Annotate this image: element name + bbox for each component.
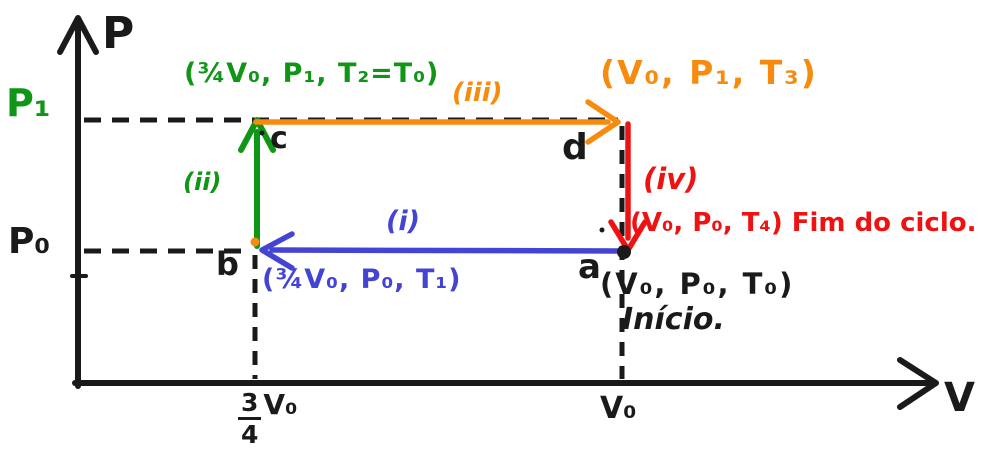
x-tick-v0: V₀ bbox=[600, 391, 637, 426]
state-label-d: (V₀, P₁, T₃) bbox=[600, 53, 818, 92]
y-axis-arrowhead bbox=[57, 15, 99, 55]
process-i-arrowhead bbox=[259, 231, 295, 271]
process-iii-label: (iii) bbox=[452, 78, 503, 108]
state-label-b: (¾V₀, P₀, T₁) bbox=[262, 264, 462, 295]
state-label-c: (¾V₀, P₁, T₂=T₀) bbox=[184, 58, 440, 89]
point-c-label: c bbox=[270, 121, 288, 156]
point-d-label: d bbox=[562, 127, 588, 168]
state-label-a-start: (V₀, P₀, T₀) bbox=[600, 267, 795, 301]
process-i-arrow-line bbox=[269, 247, 623, 254]
y-axis-label: P bbox=[102, 8, 135, 59]
fraction-denominator: 4 bbox=[241, 420, 259, 449]
point-b-label: b bbox=[216, 245, 239, 283]
state-label-a-end: (V₀, P₀, T₄) Fim do ciclo. bbox=[630, 208, 977, 238]
x-axis-arrowhead bbox=[897, 357, 939, 410]
y-tick-p1: P₁ bbox=[6, 81, 51, 125]
y-tick-p0: P₀ bbox=[8, 221, 51, 262]
x-tick-three-quarter-v0: 3 4 V₀ bbox=[238, 390, 297, 447]
process-iii-arrowhead bbox=[585, 99, 621, 145]
x-axis-label: V bbox=[944, 375, 975, 421]
fraction: 3 4 bbox=[238, 390, 262, 449]
point-a-dot bbox=[617, 245, 631, 259]
point-a-label: a bbox=[578, 247, 601, 287]
stray-dot-near-a bbox=[599, 227, 605, 233]
process-ii-label: (ii) bbox=[183, 168, 222, 196]
stray-dot-near-c bbox=[259, 130, 265, 136]
fraction-unit: V₀ bbox=[263, 388, 298, 421]
process-i-label: (i) bbox=[386, 206, 420, 237]
point-b-dot bbox=[250, 237, 260, 247]
process-iv-label: (iv) bbox=[643, 162, 699, 196]
fraction-numerator: 3 bbox=[238, 390, 262, 420]
state-note-inicio: Início. bbox=[622, 302, 725, 337]
